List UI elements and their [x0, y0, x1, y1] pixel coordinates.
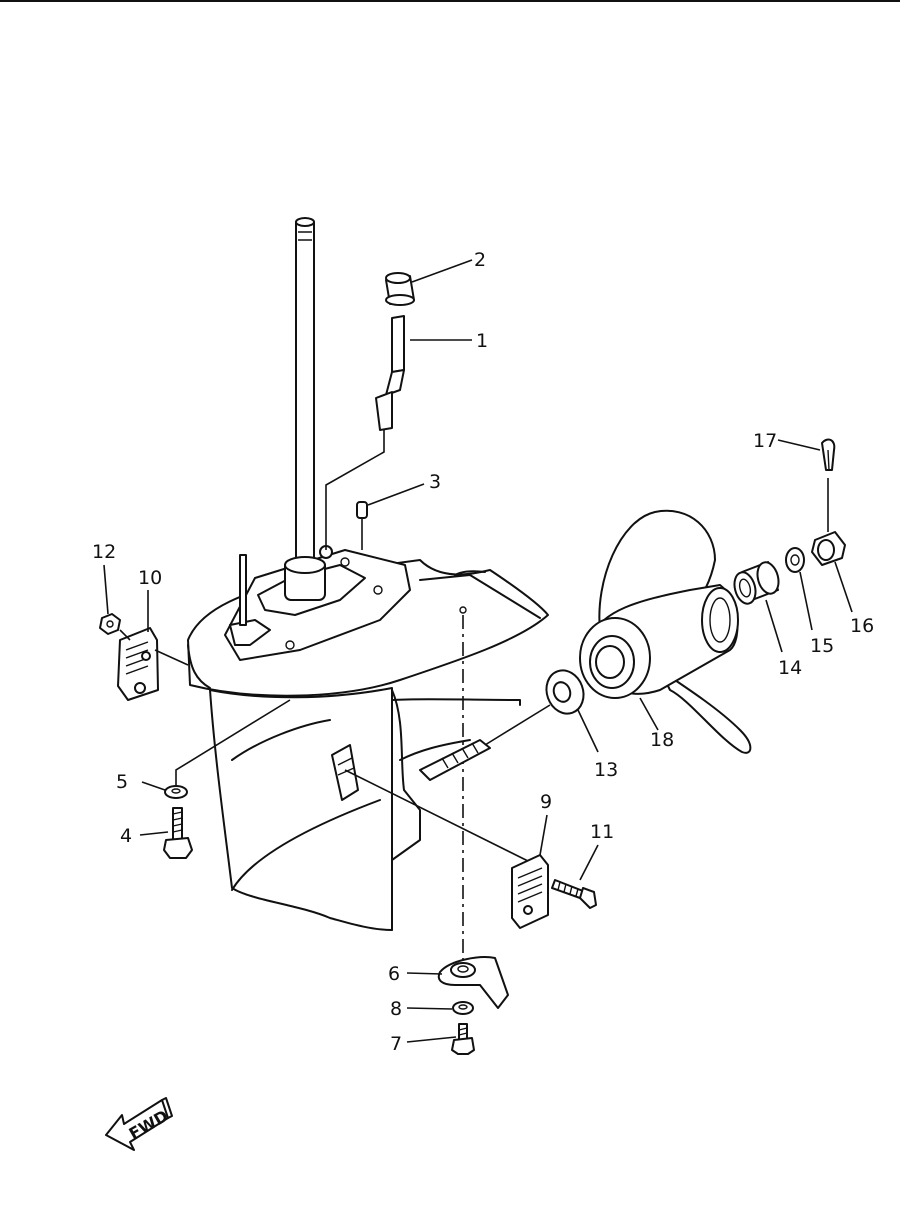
pump-housing: [224, 545, 411, 661]
part-17-cotter-pin: [821, 438, 836, 471]
part-13-thrust-washer: [545, 669, 585, 715]
callout-18: 18: [650, 729, 674, 751]
callout-8: 8: [390, 998, 402, 1020]
callout-1: 1: [476, 330, 488, 352]
callout-5: 5: [116, 771, 128, 793]
callout-12: 12: [92, 541, 116, 563]
part-12-nut: [99, 613, 121, 635]
part-18-propeller: [579, 509, 752, 754]
callout-10: 10: [138, 567, 162, 589]
callout-4: 4: [120, 825, 132, 847]
top-border-rule: [0, 0, 900, 2]
callout-2: 2: [474, 249, 486, 271]
part-11-screw: [551, 879, 597, 909]
casing-anode-recess: [331, 744, 359, 801]
part-16-castle-nut: [811, 478, 846, 566]
callout-13: 13: [594, 759, 618, 781]
callout-15: 15: [810, 635, 834, 657]
part-14-spacer: [733, 561, 780, 605]
part-10-anode-plate: [117, 627, 189, 701]
callout-leaders: [103, 259, 853, 1043]
callout-11: 11: [590, 821, 614, 843]
part-7-bolt: [451, 1023, 475, 1055]
callout-14: 14: [778, 657, 802, 679]
part-6-trim-tab: [437, 956, 509, 1009]
callout-17: 17: [753, 430, 777, 452]
part-1-water-tube: [325, 315, 405, 550]
anode-9-leader-axis: [344, 769, 531, 863]
bolt-4-axis-line: [175, 699, 291, 786]
part-15-washer: [785, 547, 805, 573]
callout-16: 16: [850, 615, 874, 637]
part-2-grommet: [385, 272, 415, 306]
callout-labels: 1 2 3 4 5 6 7 8 9 10 11 12 13 14 15 16 1…: [92, 249, 874, 1055]
callout-6: 6: [388, 963, 400, 985]
callout-9: 9: [540, 791, 552, 813]
fwd-direction-arrow: FWD: [105, 1097, 173, 1151]
callout-7: 7: [390, 1033, 402, 1055]
drive-shaft: [295, 217, 315, 561]
part-4-bolt: [163, 807, 193, 859]
propeller-shaft: [419, 704, 551, 781]
part-5-washer: [164, 785, 188, 799]
callout-3: 3: [429, 471, 441, 493]
part-3-dowel-pin: [356, 501, 368, 550]
part-9-anode: [511, 854, 549, 929]
part-8-washer: [452, 1001, 474, 1015]
